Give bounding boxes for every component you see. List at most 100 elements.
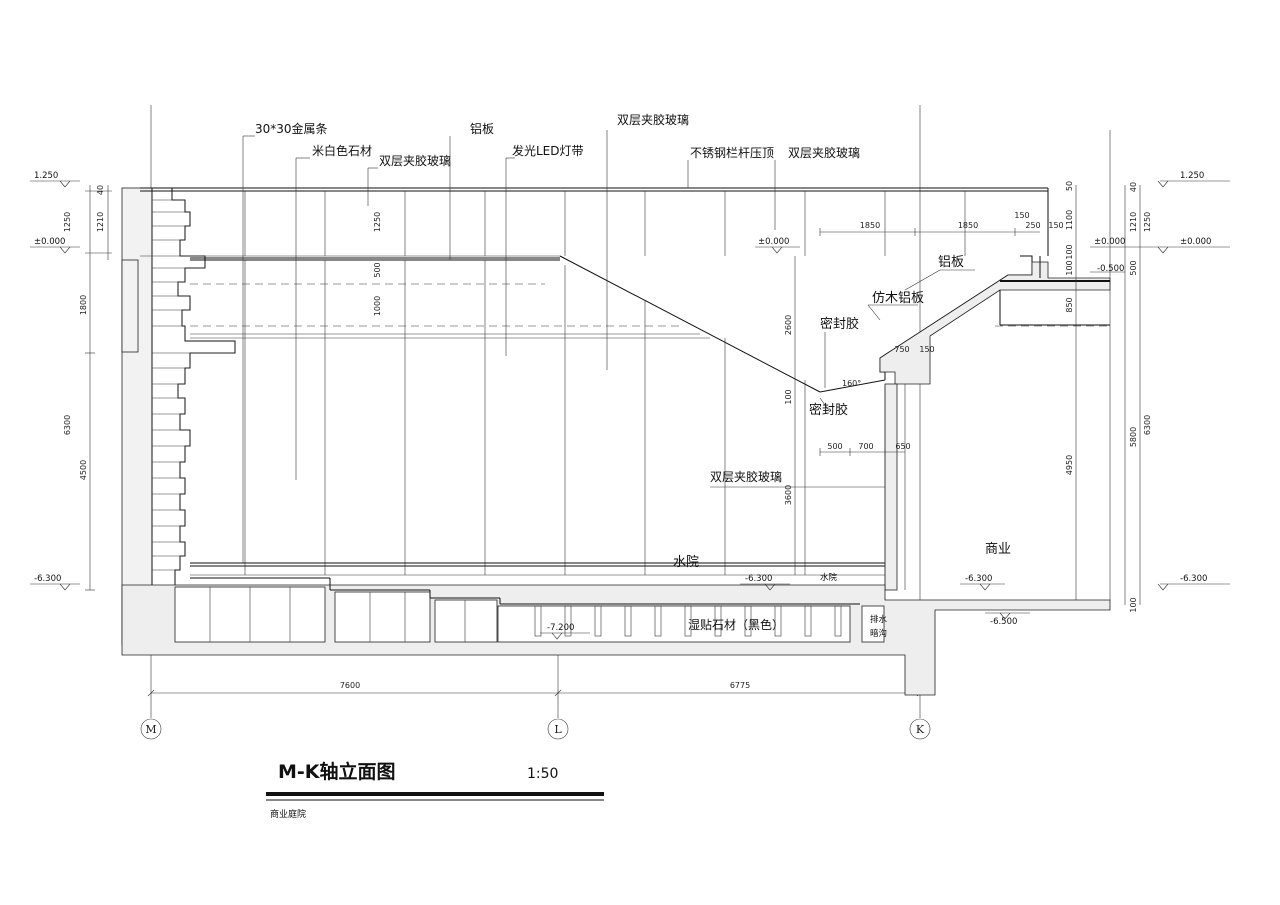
svg-text:1.250: 1.250 [1180,171,1204,181]
svg-text:1800: 1800 [79,295,88,315]
label-railing-cap: 不锈钢栏杆压顶 [690,145,774,160]
label-glass-mid: 双层夹胶玻璃 [710,469,782,484]
svg-text:3600: 3600 [784,485,793,505]
svg-text:-6.300: -6.300 [34,574,61,584]
mid-horizontal-dims: 500 700 650 [819,442,911,456]
svg-text:6300: 6300 [1143,415,1152,435]
level-right-zero: ±0.000 ±0.000 [1090,237,1230,254]
level-left-bottom: -6.300 [30,574,80,591]
bottom-dimension: 7600 6775 [147,681,924,697]
level-right-6300: -6.300 [960,574,1005,591]
svg-text:750: 750 [894,345,909,354]
level-mid-zero: ±0.000 [755,237,800,254]
svg-text:50: 50 [1065,181,1074,191]
label-sealant-1: 密封胶 [820,316,859,332]
svg-text:2600: 2600 [784,315,793,335]
label-led-strip: 发光LED灯带 [512,143,584,158]
label-commercial: 商业 [985,542,1011,557]
svg-text:5800: 5800 [1129,427,1138,447]
right-column [884,383,898,591]
label-aluminum-right: 铝板 [938,255,964,270]
svg-text:±0.000: ±0.000 [758,237,789,247]
svg-text:1210: 1210 [96,212,105,232]
axis-bubble-m: M [140,718,162,740]
svg-text:1210: 1210 [1129,212,1138,232]
axis-bubble-l: L [547,718,569,740]
svg-text:150: 150 [919,345,934,354]
svg-text:1100: 1100 [1065,210,1074,230]
level-mid-6300: -6.300 [740,574,790,591]
svg-text:150: 150 [1014,211,1029,220]
title-block: M-K轴立面图 1:50 商业庭院 [266,760,604,820]
svg-text:K: K [916,723,925,736]
svg-text:4500: 4500 [79,460,88,480]
label-sealant-2: 密封胶 [809,402,848,418]
level-right-top: 1.250 [1157,171,1230,188]
svg-text:-6.500: -6.500 [990,617,1017,627]
drawing-subtitle: 商业庭院 [270,808,306,820]
svg-text:40: 40 [96,185,105,195]
label-water-court: 水院 [673,555,699,570]
svg-text:150: 150 [1048,221,1063,230]
level-7200: -7.200 [540,623,590,640]
svg-text:100: 100 [1065,244,1074,259]
svg-text:1250: 1250 [1143,212,1152,232]
svg-text:-6.300: -6.300 [1180,574,1207,584]
label-glass-right-top: 双层夹胶玻璃 [788,145,860,160]
top-right-dims: 1850 1850 150 250 150 750 150 [819,211,1064,354]
label-stone: 米白色石材 [312,143,372,158]
svg-text:1850: 1850 [860,221,880,230]
svg-text:1250: 1250 [63,212,72,232]
svg-text:4950: 4950 [1065,455,1074,475]
svg-text:500: 500 [373,262,382,277]
level-right-bottom: -6.300 [1157,574,1230,591]
svg-text:-6.300: -6.300 [965,574,992,584]
svg-text:L: L [554,723,562,736]
svg-text:1250: 1250 [373,212,382,232]
level-right-minus05: -0.500 [1090,264,1125,274]
label-angle: 160° [842,379,861,388]
svg-text:100: 100 [1065,260,1074,275]
label-metal-strip: 30*30金属条 [255,121,328,136]
svg-text:100: 100 [1129,597,1138,612]
svg-text:500: 500 [1129,260,1138,275]
left-dimension-chain: 40 1210 1250 1800 6300 4500 1250 500 100… [63,185,382,591]
label-wood-aluminum: 仿木铝板 [872,291,924,306]
label-drain-2: 暗沟 [870,628,887,639]
left-wall [121,187,153,646]
level-left-zero: ±0.000 [30,237,80,254]
svg-text:±0.000: ±0.000 [1094,237,1125,247]
svg-text:250: 250 [1025,221,1040,230]
left-wall-upper-block [121,259,139,353]
svg-text:850: 850 [1065,297,1074,312]
top-glass-band [140,187,1049,261]
level-left-top: 1.250 [30,171,80,188]
svg-text:6775: 6775 [730,681,750,690]
svg-text:40: 40 [1129,182,1138,192]
svg-text:±0.000: ±0.000 [34,237,65,247]
right-roof-structure [879,255,1111,591]
label-glass-top: 双层夹胶玻璃 [617,112,689,127]
svg-text:500: 500 [827,442,842,451]
svg-text:M: M [145,723,156,736]
svg-text:1000: 1000 [373,296,382,316]
svg-text:1.250: 1.250 [34,171,58,181]
svg-text:1850: 1850 [958,221,978,230]
svg-text:650: 650 [895,442,910,451]
svg-text:-6.300: -6.300 [745,574,772,584]
stone-cladding [152,187,236,585]
axis-bubble-k: K [909,718,931,740]
label-aluminum-top: 铝板 [470,121,494,136]
svg-text:-0.500: -0.500 [1097,264,1124,274]
label-wet-stone: 湿贴石材（黑色） [688,617,784,632]
label-glass-left: 双层夹胶玻璃 [379,153,451,168]
svg-text:6300: 6300 [63,415,72,435]
leader-lines [242,130,975,563]
svg-text:±0.000: ±0.000 [1180,237,1211,247]
right-dimension-chain: 40 1210 1250 500 6300 5800 100 50 1100 8… [1065,181,1152,613]
svg-text:7600: 7600 [340,681,360,690]
drawing-title: M-K轴立面图 [278,760,396,783]
label-drain-1: 排水 [870,614,888,625]
mid-vertical-dims: 2600 100 3600 [784,256,796,575]
